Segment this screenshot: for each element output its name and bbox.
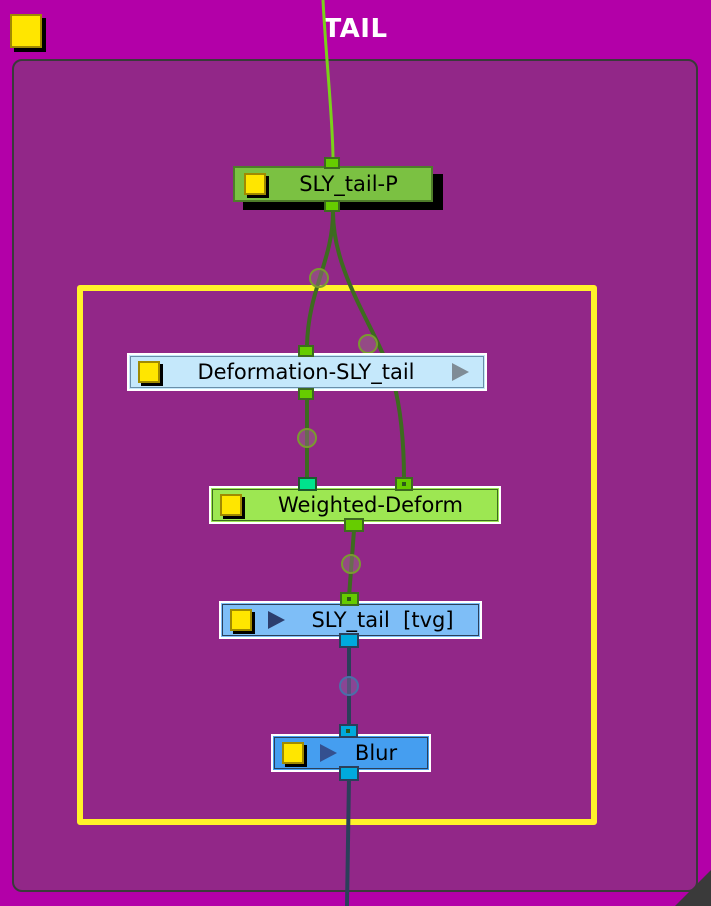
resize-grip-icon[interactable]	[675, 870, 711, 906]
node-sly-tail-tvg[interactable]: SLY_tail [tvg]	[219, 601, 482, 639]
node-label: SLY_tail [tvg]	[311, 608, 454, 632]
group-color-swatch-icon[interactable]	[10, 14, 42, 48]
input-port[interactable]	[339, 724, 358, 738]
wire-blur-out[interactable]	[345, 777, 351, 906]
output-port[interactable]	[339, 633, 359, 648]
output-port[interactable]	[339, 766, 359, 781]
wire-knot-icon[interactable]	[309, 268, 329, 288]
wire-knot-icon[interactable]	[341, 554, 361, 574]
expand-arrow-icon[interactable]	[452, 363, 469, 381]
input-port-weight[interactable]	[395, 477, 413, 491]
node-color-swatch-icon[interactable]	[220, 494, 242, 516]
output-port[interactable]	[324, 200, 340, 212]
node-label: Blur	[354, 741, 398, 765]
wire-knot-icon[interactable]	[297, 428, 317, 448]
output-port[interactable]	[344, 518, 364, 532]
node-color-swatch-icon[interactable]	[244, 173, 266, 195]
node-label: SLY_tail-P	[299, 172, 398, 196]
wire-knot-icon[interactable]	[358, 334, 378, 354]
wire-knot-icon[interactable]	[339, 676, 359, 696]
backdrop-box[interactable]	[77, 285, 597, 825]
node-label: Deformation-SLY_tail	[197, 360, 415, 384]
play-icon[interactable]	[320, 744, 337, 762]
input-port[interactable]	[324, 157, 340, 169]
group-title: TAIL	[323, 14, 388, 44]
play-icon[interactable]	[268, 611, 285, 629]
node-color-swatch-icon[interactable]	[230, 609, 252, 631]
output-port[interactable]	[298, 388, 314, 400]
input-port-deformation[interactable]	[298, 477, 317, 491]
node-label: Weighted-Deform	[277, 493, 464, 517]
wire-incoming[interactable]	[321, 0, 335, 161]
input-port[interactable]	[340, 592, 359, 606]
input-port[interactable]	[298, 345, 314, 357]
node-color-swatch-icon[interactable]	[282, 742, 304, 764]
node-deformation-sly-tail[interactable]: Deformation-SLY_tail	[127, 353, 487, 391]
node-color-swatch-icon[interactable]	[138, 361, 160, 383]
node-sly-tail-p[interactable]: SLY_tail-P	[233, 166, 433, 202]
